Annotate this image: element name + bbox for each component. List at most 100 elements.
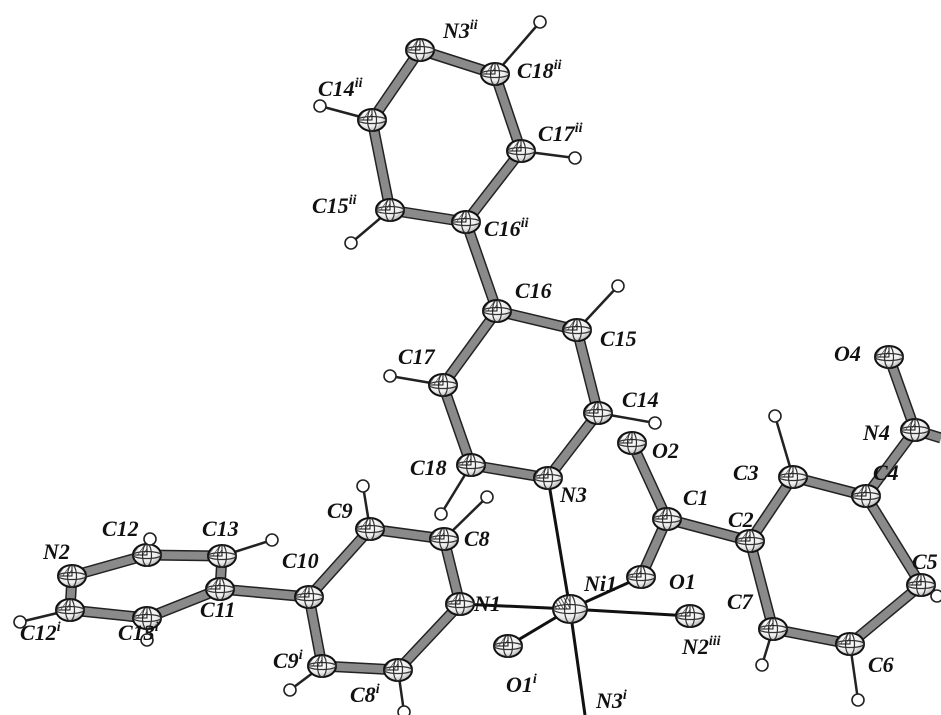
atom-label-C3: C3 bbox=[733, 460, 759, 485]
atom-C15 bbox=[562, 318, 592, 342]
atom-C5 bbox=[906, 573, 936, 597]
atom-label-C18-ii: C18ii bbox=[517, 58, 562, 83]
hydrogen-atom-on-C13 bbox=[265, 533, 279, 547]
bond-C17-C18 bbox=[439, 383, 475, 467]
atom-C15ii bbox=[375, 198, 405, 222]
atom-Ni1 bbox=[552, 594, 588, 624]
atom-C13i bbox=[132, 606, 162, 630]
atom-label-C13-i: C13i bbox=[118, 620, 159, 645]
atom-C18 bbox=[456, 453, 486, 477]
atom-C3 bbox=[778, 465, 808, 489]
atom-label-C8: C8 bbox=[464, 526, 490, 551]
atom-O1i bbox=[493, 634, 523, 658]
atom-label-N1: N1 bbox=[473, 591, 501, 616]
atom-C4 bbox=[851, 484, 881, 508]
atom-C17ii bbox=[506, 139, 536, 163]
bond-C9-C10 bbox=[306, 526, 373, 600]
atom-C7 bbox=[758, 617, 788, 641]
atom-label-O2: O2 bbox=[652, 438, 679, 463]
atom-label-N3: N3 bbox=[559, 482, 587, 507]
atom-O1 bbox=[626, 565, 656, 589]
hydrogen-atom-on-C12i bbox=[13, 615, 27, 629]
atom-label-C12-i: C12i bbox=[20, 620, 61, 645]
atom-N3 bbox=[533, 466, 563, 490]
atom-label-C9-i: C9i bbox=[273, 648, 303, 673]
atom-label-N2: N2 bbox=[42, 539, 70, 564]
atom-label-C15: C15 bbox=[600, 326, 637, 351]
bond-C4-C5 bbox=[862, 493, 925, 588]
bond-O2-C1 bbox=[628, 441, 671, 521]
hydrogen-atom-on-C14ii bbox=[313, 99, 327, 113]
atom-C10 bbox=[294, 585, 324, 609]
bond-C4-N4 bbox=[862, 427, 919, 499]
hydrogen-atom-on-C12 bbox=[143, 532, 157, 546]
atom-label-C13: C13 bbox=[202, 516, 239, 541]
atom-label-C16: C16 bbox=[515, 278, 552, 303]
hydrogen-atoms-layer bbox=[13, 15, 941, 715]
atom-C9 bbox=[355, 517, 385, 541]
atom-label-N3-i: N3i bbox=[595, 688, 627, 713]
atom-label-C4: C4 bbox=[873, 460, 899, 485]
bond-C8i-N1 bbox=[395, 601, 463, 673]
hydrogen-atom-on-C9 bbox=[356, 479, 370, 493]
atom-label-C7: C7 bbox=[727, 589, 754, 614]
hydrogen-atom-on-C14 bbox=[648, 416, 662, 430]
bond-C7-C2 bbox=[746, 539, 777, 631]
atom-C18ii bbox=[480, 62, 510, 86]
bond-C16-C17 bbox=[439, 308, 501, 388]
atom-C17 bbox=[428, 373, 458, 397]
atom-label-C17-ii: C17ii bbox=[538, 121, 583, 146]
hydrogen-atom-on-C18ii bbox=[533, 15, 547, 29]
bond-N4-O4 bbox=[885, 355, 919, 432]
atom-O4 bbox=[874, 345, 904, 369]
hydrogen-atom-on-C18 bbox=[434, 507, 448, 521]
atom-C14ii bbox=[357, 108, 387, 132]
atom-label-C14-ii: C14ii bbox=[318, 76, 363, 101]
coord-bond-Ni1-N2iii bbox=[569, 607, 691, 618]
hydrogen-atom-on-C5 bbox=[930, 589, 941, 603]
atom-label-C9: C9 bbox=[327, 498, 353, 523]
atom-label-O4: O4 bbox=[834, 341, 861, 366]
atom-label-N3-ii: N3ii bbox=[442, 18, 478, 43]
atom-label-C6: C6 bbox=[868, 652, 894, 677]
hydrogen-atom-on-C17ii bbox=[568, 151, 582, 165]
atom-label-C5: C5 bbox=[912, 549, 938, 574]
atom-label-C2: C2 bbox=[728, 507, 754, 532]
atom-label-N4: N4 bbox=[862, 420, 890, 445]
atom-label-C16-ii: C16ii bbox=[484, 216, 529, 241]
coord-bond-Ni1-N1 bbox=[459, 602, 571, 611]
atom-C9i bbox=[307, 654, 337, 678]
atom-N1 bbox=[445, 592, 475, 616]
atom-C16ii bbox=[451, 210, 481, 234]
atom-label-C1: C1 bbox=[683, 485, 709, 510]
atom-label-C15-ii: C15ii bbox=[312, 193, 357, 218]
coord-bond-Ni1-N3i_end bbox=[568, 608, 587, 715]
atom-C6 bbox=[835, 632, 865, 656]
hydrogen-atom-on-C7 bbox=[755, 658, 769, 672]
bond-C16ii-C16 bbox=[462, 220, 501, 313]
atom-label-Ni1: Ni1 bbox=[583, 571, 617, 596]
atom-C2 bbox=[735, 529, 765, 553]
atom-label-C10: C10 bbox=[282, 548, 319, 573]
atom-C8 bbox=[429, 527, 459, 551]
hydrogen-atom-on-C15ii bbox=[344, 236, 358, 250]
atom-label-O1: O1 bbox=[669, 569, 696, 594]
atom-C12i bbox=[55, 598, 85, 622]
atom-N2iii bbox=[675, 604, 705, 628]
atom-C1 bbox=[652, 507, 682, 531]
hydrogen-atom-on-C17 bbox=[383, 369, 397, 383]
atoms-layer bbox=[55, 38, 936, 682]
hydrogen-atom-on-C9i bbox=[283, 683, 297, 697]
atom-N2 bbox=[57, 564, 87, 588]
bond-C14-N3 bbox=[544, 410, 602, 481]
atom-C16 bbox=[482, 299, 512, 323]
hydrogen-atom-on-C6 bbox=[851, 693, 865, 707]
bond-C17ii-C18ii bbox=[491, 72, 525, 153]
atom-label-C18: C18 bbox=[410, 455, 447, 480]
coord-bond-Ni1-N3 bbox=[546, 477, 572, 610]
bond-C14ii-C15ii bbox=[368, 119, 394, 211]
atom-label-C12: C12 bbox=[102, 516, 139, 541]
atom-N4 bbox=[900, 418, 930, 442]
